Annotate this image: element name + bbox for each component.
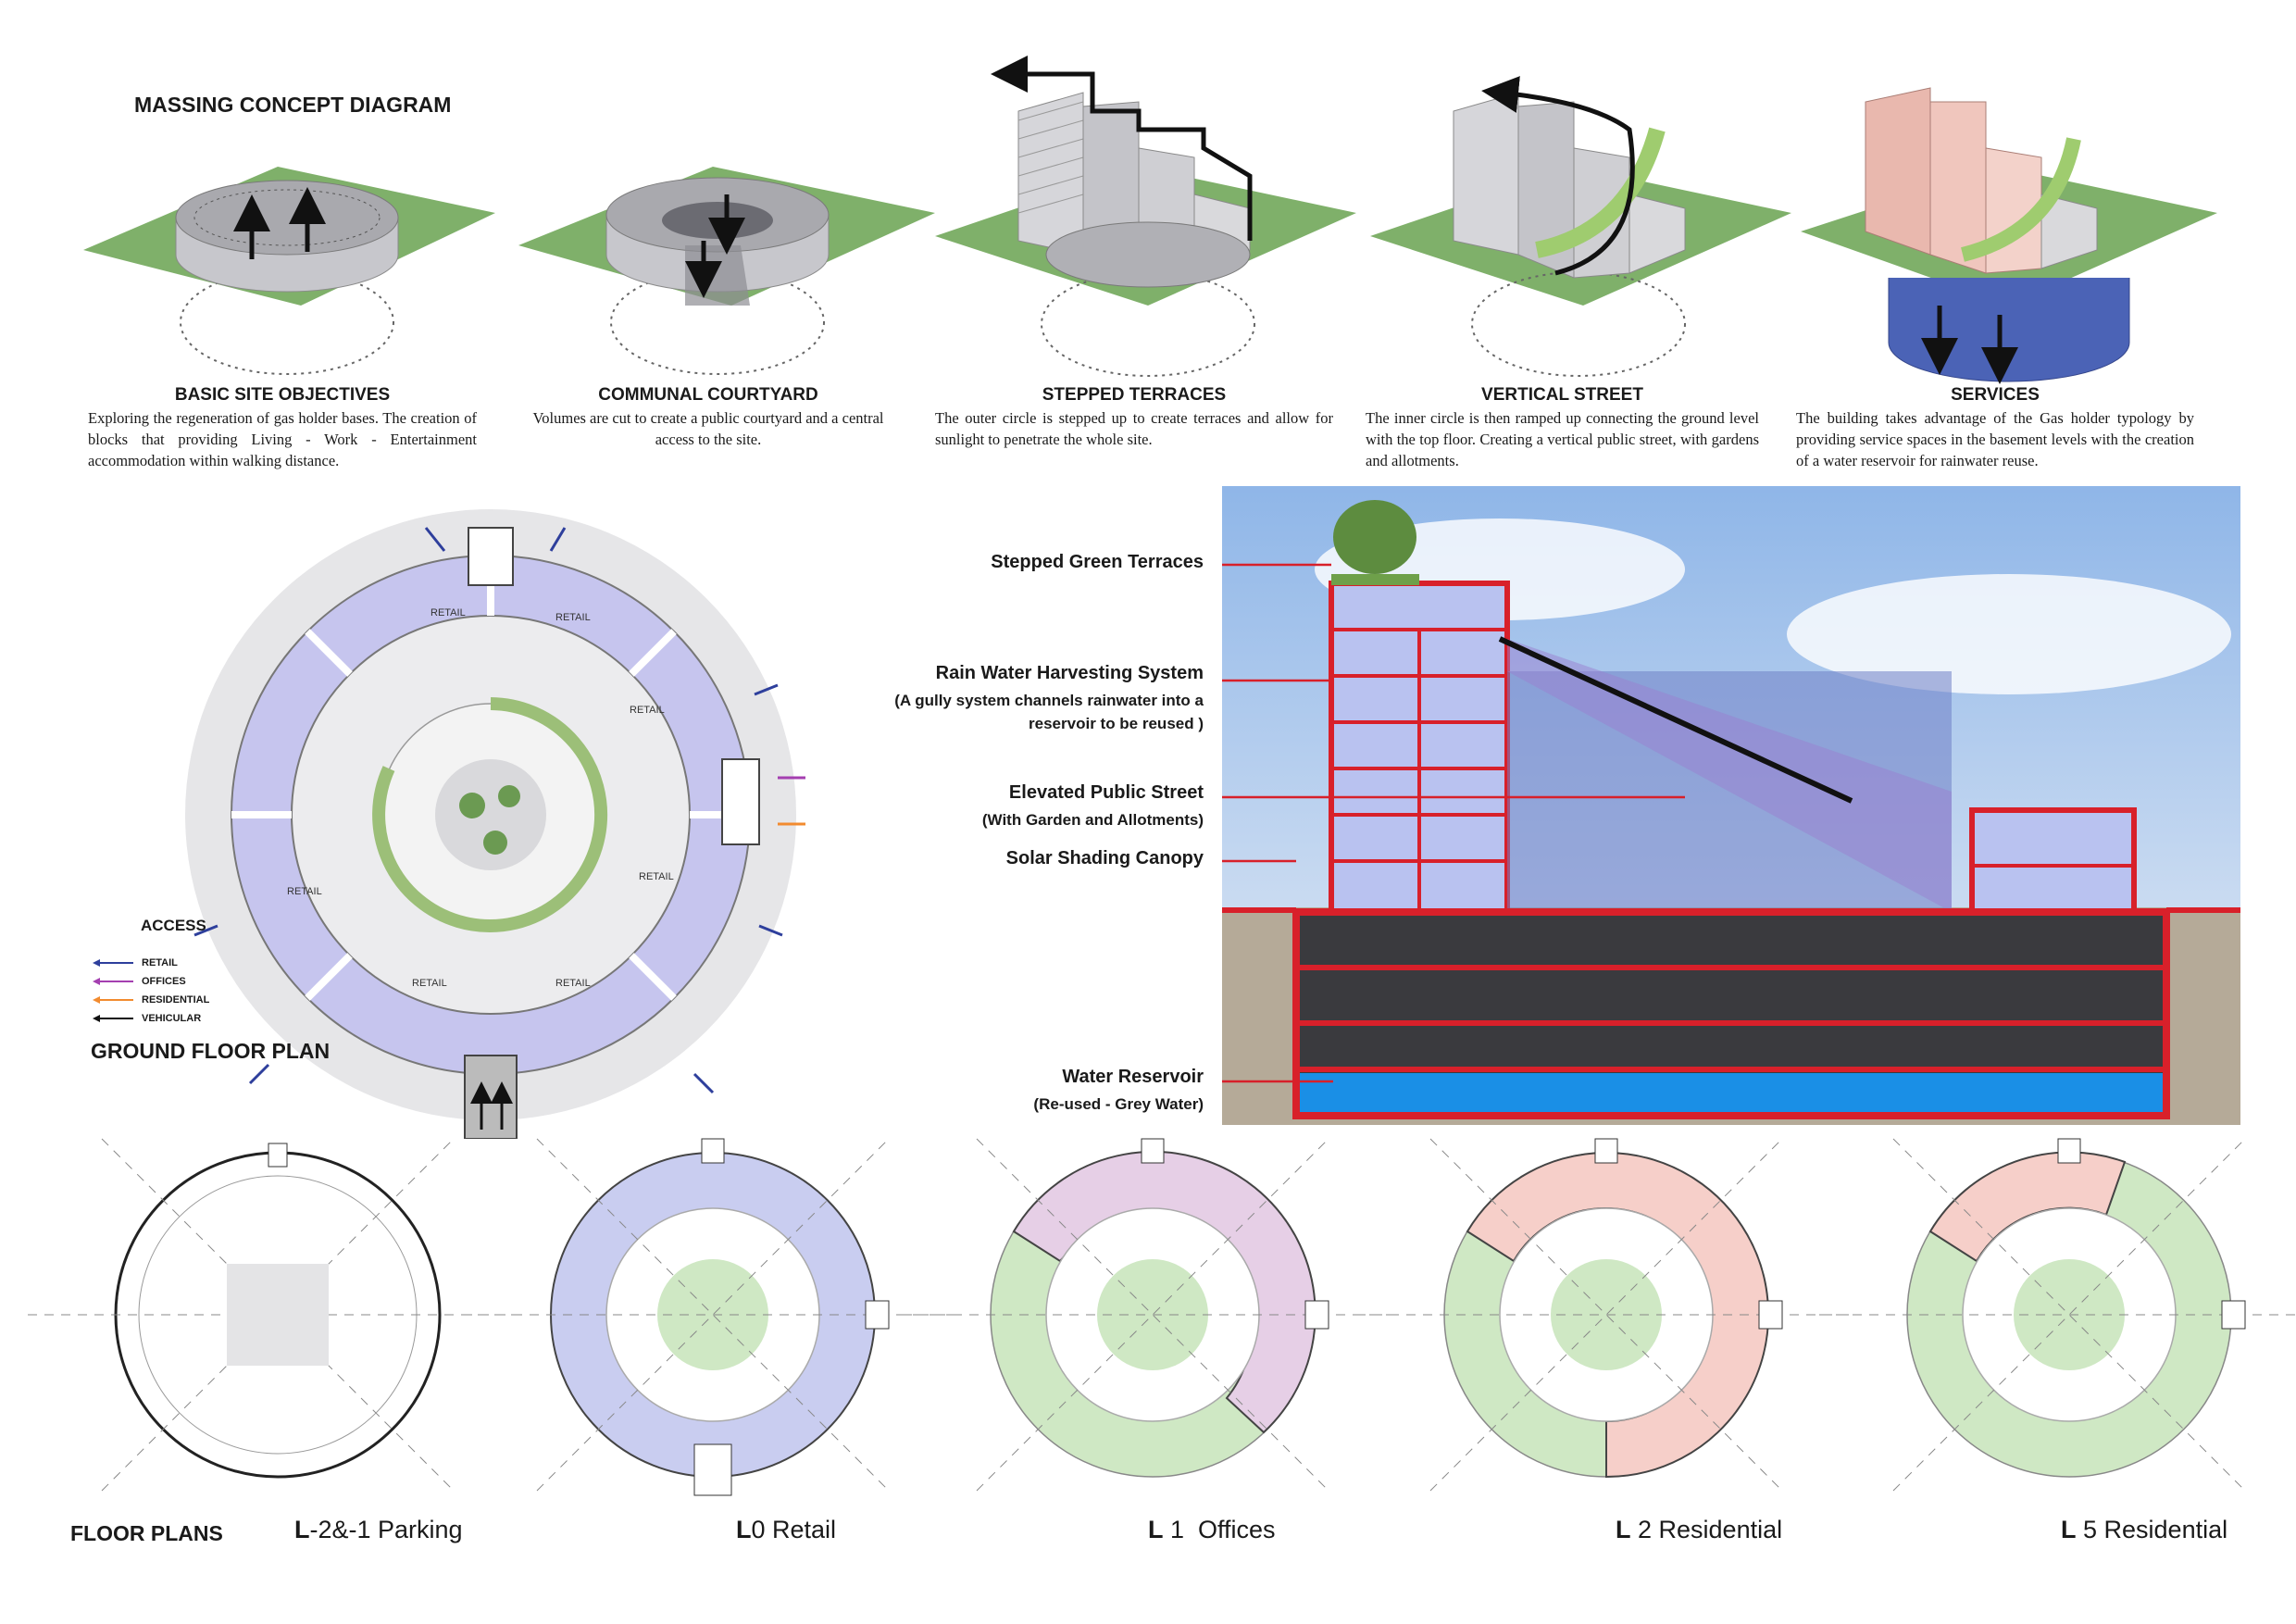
label-rainwater-harvesting: Rain Water Harvesting System <box>935 663 1204 683</box>
stage-title-5: SERVICES <box>1951 385 2040 405</box>
stage-desc-2: Volumes are cut to create a public court… <box>532 409 884 448</box>
unit-label: RETAIL <box>412 978 447 989</box>
label-elevated-public-street: Elevated Public Street <box>1008 782 1204 803</box>
ground-floor-plan: RETAIL RETAIL RETAIL RETAIL RETAIL RETAI… <box>185 509 805 1139</box>
plan-caption-residential-l5: L 5 Residential <box>2061 1516 2228 1543</box>
stage-desc-4: The inner circle is then ramped up conne… <box>1366 409 1759 469</box>
legend-item-residential: RESIDENTIAL <box>93 991 209 1009</box>
plan-caption-parking: L-2&-1 Parking <box>294 1516 463 1543</box>
unit-label: RETAIL <box>639 871 674 882</box>
legend-item-offices: OFFICES <box>93 972 209 991</box>
label-water-reservoir: Water Reservoir <box>1062 1067 1204 1087</box>
label-rainwater-harvesting-sub: (A gully system channels rainwater into … <box>894 692 1204 732</box>
plan-caption-residential-l2: L 2 Residential <box>1616 1516 1783 1543</box>
plan-parking <box>28 1138 528 1492</box>
stage-1-graphic <box>83 167 495 375</box>
stage-title-4: VERTICAL STREET <box>1481 385 1643 405</box>
plan-caption-retail: L0 Retail <box>736 1516 837 1543</box>
stage-3-graphic <box>935 56 1356 377</box>
label-stepped-green-terraces: Stepped Green Terraces <box>991 552 1204 572</box>
stage-desc-5: The building takes advantage of the Gas … <box>1796 409 2194 469</box>
legend-item-vehicular: VEHICULAR <box>93 1009 209 1028</box>
legend-item-retail: RETAIL <box>93 954 209 972</box>
floor-plans-row <box>28 1138 2296 1496</box>
massing-diagrams <box>83 56 2217 384</box>
floor-plans-title: FLOOR PLANS <box>70 1521 223 1545</box>
stage-4-graphic <box>1370 76 1791 377</box>
unit-label: RETAIL <box>555 612 591 623</box>
ground-floor-plan-title: GROUND FLOOR PLAN <box>91 1039 331 1063</box>
stage-2-graphic <box>518 167 935 375</box>
stage-title-1: BASIC SITE OBJECTIVES <box>174 385 391 405</box>
label-solar-shading-canopy: Solar Shading Canopy <box>1005 848 1204 868</box>
plan-retail <box>463 1138 963 1496</box>
unit-label: RETAIL <box>630 705 665 716</box>
access-legend-title: ACCESS <box>141 917 206 934</box>
building-section <box>1222 486 2240 1125</box>
plan-offices <box>903 1138 1403 1492</box>
label-elevated-public-street-sub: (With Garden and Allotments) <box>981 811 1204 829</box>
stage-title-2: COMMUNAL COURTYARD <box>598 385 818 405</box>
unit-label: RETAIL <box>430 607 466 618</box>
plan-caption-offices: L 1 Offices <box>1148 1516 1276 1543</box>
stage-desc-3: The outer circle is stepped up to create… <box>935 409 1333 448</box>
plan-residential-l2 <box>1356 1138 1856 1492</box>
label-water-reservoir-sub: (Re-used - Grey Water) <box>1033 1095 1204 1113</box>
access-legend: RETAIL OFFICES RESIDENTIAL VEHICULAR <box>93 954 209 1028</box>
stage-title-3: STEPPED TERRACES <box>1042 385 1227 405</box>
unit-label: RETAIL <box>287 886 322 897</box>
unit-label: RETAIL <box>555 978 591 989</box>
massing-title: MASSING CONCEPT DIAGRAM <box>134 93 452 117</box>
stage-desc-1: Exploring the regeneration of gas holder… <box>88 409 477 469</box>
plan-residential-l5 <box>1819 1138 2296 1492</box>
stage-5-graphic <box>1801 87 2217 384</box>
